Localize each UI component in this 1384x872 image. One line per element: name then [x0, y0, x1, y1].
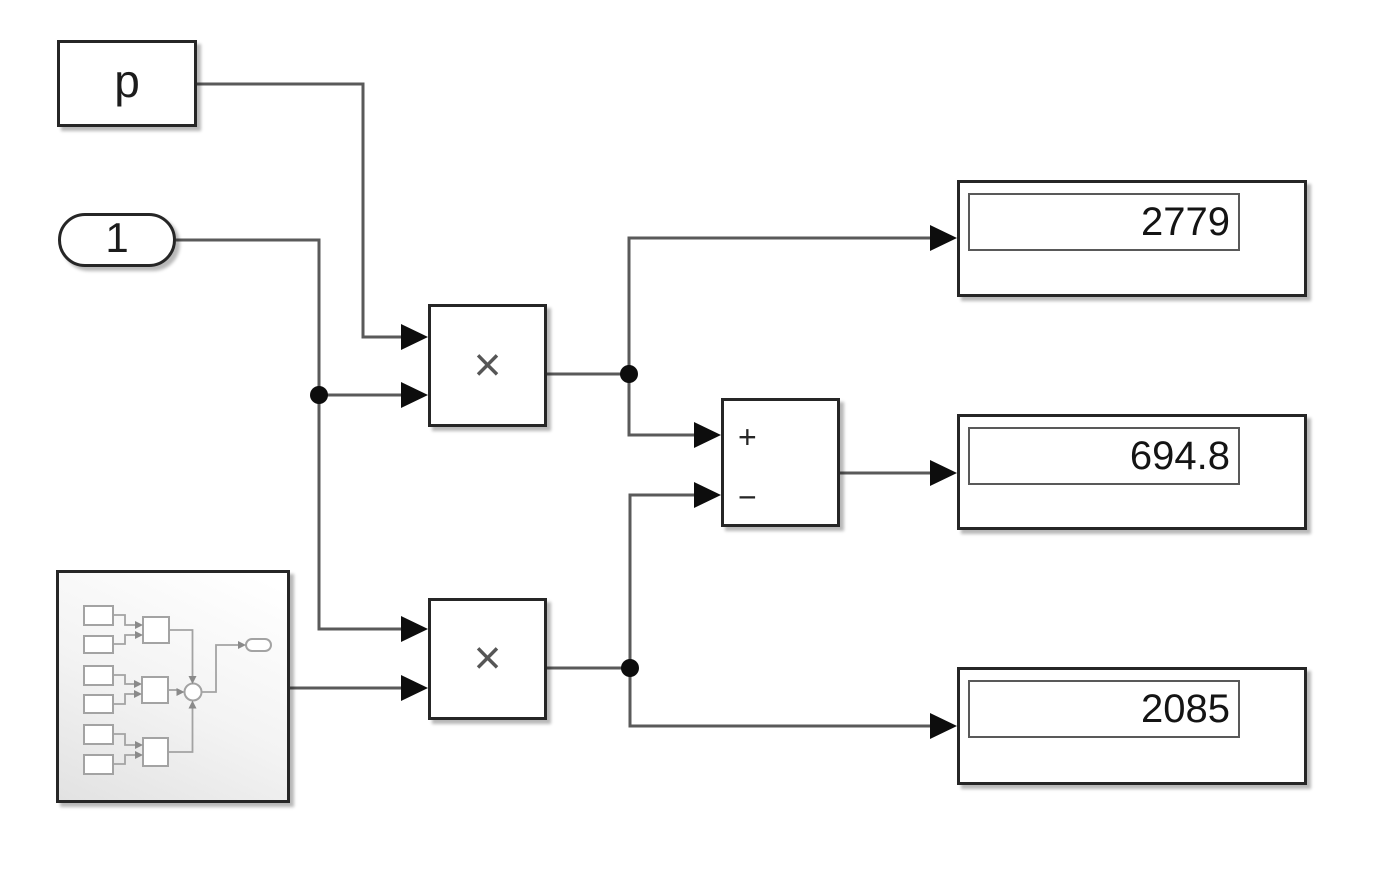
- thumbnail-mid-rects: [141, 616, 170, 767]
- display-block-3[interactable]: 2085: [957, 667, 1307, 785]
- arrowhead-product2-in1: [401, 616, 428, 642]
- wire-junction2-to-sum-minus[interactable]: [628, 493, 695, 668]
- display-value: 2779: [1141, 200, 1230, 244]
- thumbnail-source-rects: [83, 605, 114, 775]
- arrowhead-display2: [930, 460, 957, 486]
- plus-sign: +: [738, 419, 757, 455]
- arrowhead-product1-in2: [401, 382, 428, 408]
- arrowhead-sum-minus: [694, 482, 721, 508]
- signal-wires[interactable]: [176, 82, 931, 728]
- display-block-1[interactable]: 2779: [957, 180, 1307, 297]
- multiply-icon: ×: [473, 338, 502, 392]
- display-value-box: 694.8: [968, 427, 1240, 485]
- product-block-1[interactable]: ×: [428, 304, 547, 427]
- product-block-2[interactable]: ×: [428, 598, 547, 720]
- arrowhead-display3: [930, 713, 957, 739]
- thumbnail-sum-circle: [183, 682, 203, 702]
- display-value: 2085: [1141, 687, 1230, 731]
- wire-junction2-to-display3[interactable]: [628, 668, 931, 728]
- sum-block[interactable]: + −: [721, 398, 840, 527]
- subsystem-block[interactable]: [56, 570, 290, 803]
- arrowhead-product2-in2: [401, 675, 428, 701]
- display-block-2[interactable]: 694.8: [957, 414, 1307, 530]
- wire-junction1-to-display1[interactable]: [627, 236, 931, 374]
- thumbnail-outport-oval: [245, 638, 272, 652]
- inport-label: 1: [105, 214, 129, 261]
- wire-junction1-to-sum-plus[interactable]: [627, 374, 695, 437]
- source-block-p[interactable]: p: [57, 40, 197, 127]
- arrowhead-product1-in1: [401, 324, 428, 350]
- junction-dot-product2-out: [621, 659, 639, 677]
- inport-block-1[interactable]: 1: [58, 213, 176, 267]
- thumbnail-wires: [113, 614, 239, 765]
- minus-sign: −: [738, 479, 757, 515]
- arrowhead-display1: [930, 225, 957, 251]
- multiply-icon: ×: [473, 632, 502, 685]
- wire-p-to-product1-in1[interactable]: [197, 82, 402, 339]
- subsystem-thumbnail: [83, 605, 272, 775]
- junction-dot-inport-branch: [310, 386, 328, 404]
- junction-dot-product1-out: [620, 365, 638, 383]
- wire-inport-to-product2-in1[interactable]: [176, 238, 402, 631]
- wire-arrowheads: [310, 225, 957, 739]
- display-value-box: 2779: [968, 193, 1240, 251]
- thumbnail-arrowheads: [134, 621, 246, 759]
- display-value-box: 2085: [968, 680, 1240, 738]
- source-block-label: p: [114, 54, 140, 107]
- display-value: 694.8: [1129, 434, 1230, 478]
- arrowhead-sum-plus: [694, 422, 721, 448]
